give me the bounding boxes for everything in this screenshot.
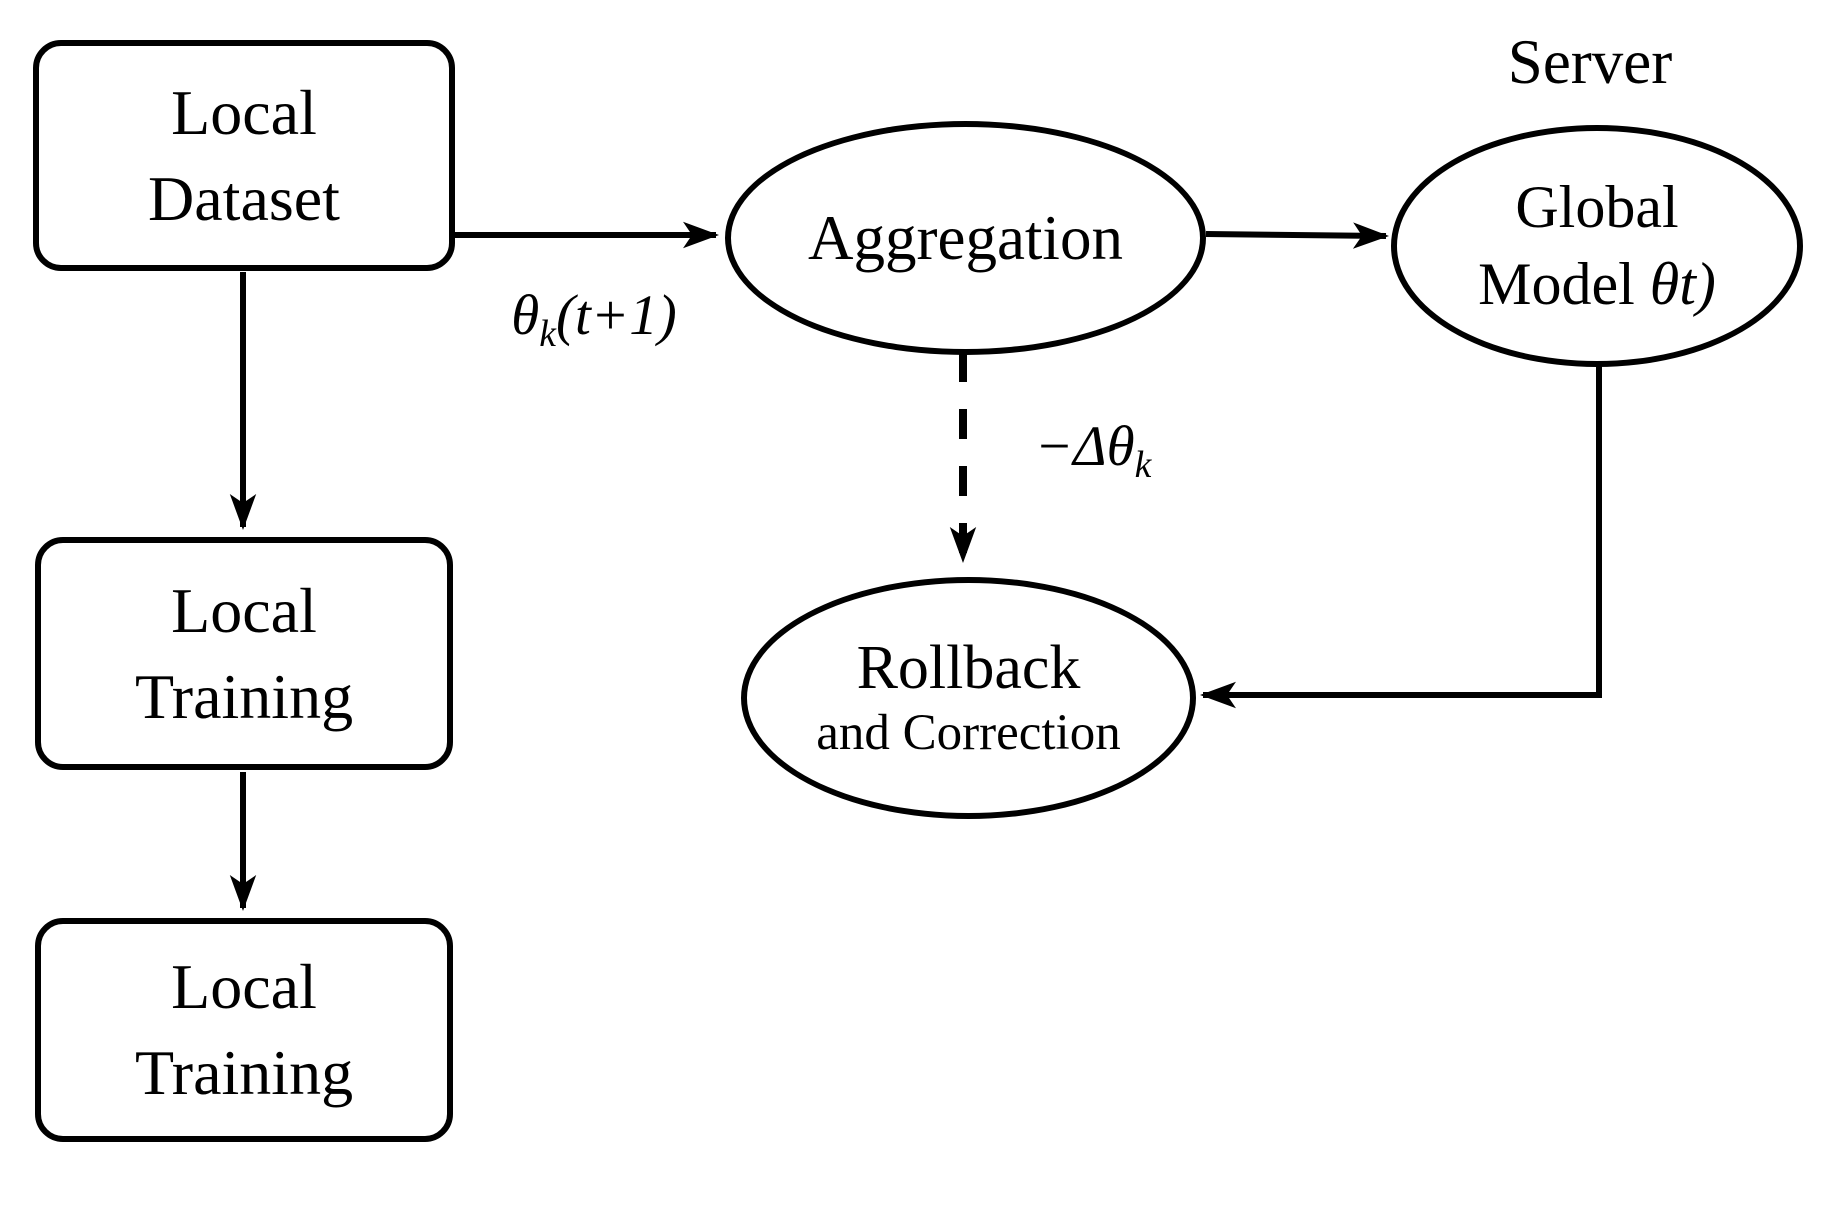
rollback-line2: and Correction	[816, 705, 1121, 762]
neg-delta-base: −Δθ	[1034, 415, 1135, 478]
node-aggregation: Aggregation	[725, 121, 1206, 355]
theta-subscript: k	[539, 313, 556, 356]
edge-aggregation-to-global-model	[1205, 222, 1389, 249]
node-local-training-2: Local Training	[35, 918, 453, 1142]
node-local-training-1: Local Training	[35, 537, 453, 770]
local-dataset-label: Local Dataset	[148, 76, 340, 234]
local-training-2-label: Local Training	[134, 951, 354, 1108]
global-model-line2-text: Model	[1478, 251, 1650, 317]
theta-update-label: θk(t+1)	[468, 283, 720, 353]
neg-delta-label: −Δθk	[998, 414, 1188, 484]
neg-delta-subscript: k	[1134, 444, 1152, 487]
node-local-dataset: Local Dataset	[33, 40, 455, 271]
server-label: Server	[1507, 27, 1673, 97]
aggregation-label: Aggregation	[808, 202, 1123, 273]
theta-rest: (t+1)	[555, 284, 677, 347]
global-model-theta: θt)	[1649, 251, 1716, 317]
theta-base: θ	[511, 284, 540, 347]
local-training-1-label: Local Training	[134, 574, 354, 732]
rollback-line1: Rollback	[856, 634, 1081, 703]
global-model-line2: Model θt)	[1478, 246, 1716, 323]
node-rollback-and-correction: Rollback and Correction	[741, 577, 1196, 819]
edge-global-model-to-rollback	[1200, 365, 1602, 709]
global-model-line1: Global	[1515, 174, 1679, 241]
node-global-model: Global Model θt)	[1391, 125, 1803, 367]
